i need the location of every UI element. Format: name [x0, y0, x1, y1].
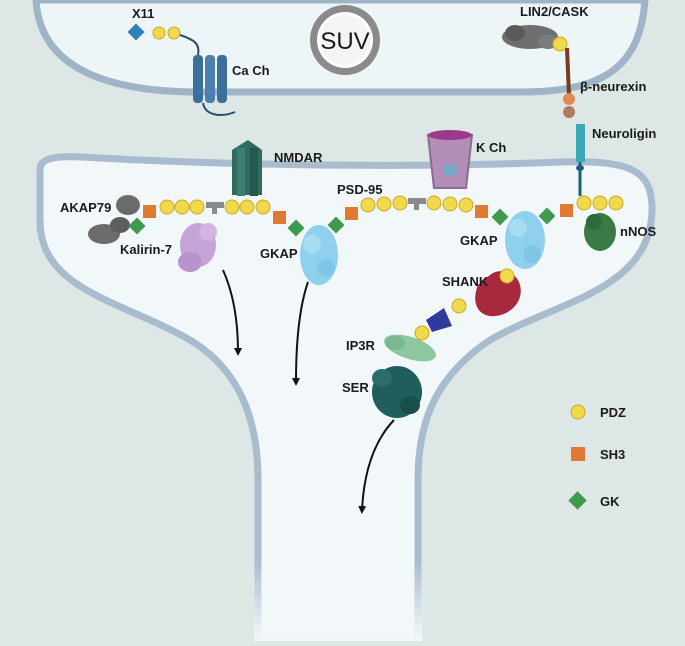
ip3r-label: IP3R — [346, 338, 376, 353]
akap-gk-domain — [128, 217, 146, 235]
neuroligin-label: Neuroligin — [592, 126, 656, 141]
x11-label: X11 — [132, 6, 154, 21]
pdz-domain — [576, 195, 592, 211]
lin2-cask-protein — [502, 25, 558, 49]
linker-domain — [408, 198, 426, 204]
suv-label: SUV — [320, 28, 369, 55]
pdz-domain — [189, 199, 205, 215]
sh3-domain — [475, 205, 488, 218]
shank-label: SHANK — [442, 274, 489, 289]
psd95-scaffold — [143, 195, 624, 237]
pdz-domain — [442, 196, 458, 212]
neck-fade — [254, 560, 422, 641]
pdz-domain — [159, 199, 175, 215]
pdz-domain — [592, 195, 608, 211]
lin2-pdz — [552, 36, 568, 52]
linker-domain — [206, 202, 224, 208]
legend-sh3-label: SH3 — [600, 447, 625, 462]
homer-wedge — [426, 308, 452, 332]
ca-channel — [193, 55, 236, 116]
akap79-label: AKAP79 — [60, 200, 111, 215]
k-channel — [426, 130, 474, 189]
x11-pdz-1 — [152, 26, 166, 40]
neurexin-head-1 — [563, 93, 575, 105]
pdz-domain — [376, 196, 392, 212]
nnos-protein — [584, 213, 616, 251]
neuroligin-body — [576, 124, 585, 162]
x11-tether — [179, 34, 200, 56]
pdz-domain — [239, 199, 255, 215]
linker-domain — [414, 204, 419, 210]
nmdar-label: NMDAR — [274, 150, 323, 165]
psd95-label: PSD-95 — [337, 182, 383, 197]
neurexin-stalk — [565, 47, 571, 96]
pdz-domain — [458, 197, 474, 213]
arrow-ser — [358, 419, 395, 514]
linker-domain — [212, 208, 217, 214]
arrow-kalirin — [222, 269, 242, 356]
akap79-protein — [88, 195, 140, 244]
pdz-domain — [608, 195, 624, 211]
pdz-domain — [360, 197, 376, 213]
gkap-left-protein — [300, 225, 338, 285]
ca-channel-label: Ca Ch — [232, 63, 270, 78]
gk-domain — [491, 208, 509, 226]
nmdar-receptor — [232, 140, 262, 196]
gk-domain — [538, 207, 556, 225]
ip3r-protein — [384, 334, 436, 362]
sh3-domain — [560, 204, 573, 217]
sh3-domain — [143, 205, 156, 218]
ser-organelle — [372, 366, 422, 418]
legend-gk-swatch — [568, 491, 587, 510]
kalirin7-protein — [178, 223, 217, 272]
pdz-domain — [255, 199, 271, 215]
legend-pdz-swatch — [570, 404, 586, 420]
legend-sh3-swatch — [571, 447, 585, 461]
neuroligin-joint — [576, 165, 584, 171]
lin2-cask-label: LIN2/CASK — [520, 4, 589, 19]
pdz-domain — [426, 195, 442, 211]
sh3-domain — [273, 211, 286, 224]
arrow-gkap-left — [292, 281, 309, 386]
x11-pdz-2 — [167, 26, 181, 40]
gk-domain — [287, 219, 305, 237]
ip3r-pdz — [414, 325, 430, 341]
legend-pdz-label: PDZ — [600, 405, 626, 420]
shank-link-pdz — [451, 298, 467, 314]
gkap-right-protein — [505, 211, 545, 269]
neurexin-label: β-neurexin — [580, 79, 647, 94]
pdz-domain — [392, 195, 408, 211]
legend-gk-label: GK — [600, 494, 620, 509]
legend: PDZ SH3 GK — [568, 404, 626, 510]
sh3-domain — [345, 207, 358, 220]
kalirin7-label: Kalirin-7 — [120, 242, 172, 257]
suv-vesicle — [310, 5, 380, 75]
neurexin-head-2 — [563, 106, 575, 118]
gkap-right-label: GKAP — [460, 233, 498, 248]
k-channel-label: K Ch — [476, 140, 506, 155]
pdz-domain — [174, 199, 190, 215]
nnos-label: nNOS — [620, 224, 656, 239]
shank-pdz — [499, 268, 515, 284]
ser-label: SER — [342, 380, 369, 395]
gk-domain — [327, 216, 345, 234]
gkap-left-label: GKAP — [260, 246, 298, 261]
pdz-domain — [224, 199, 240, 215]
